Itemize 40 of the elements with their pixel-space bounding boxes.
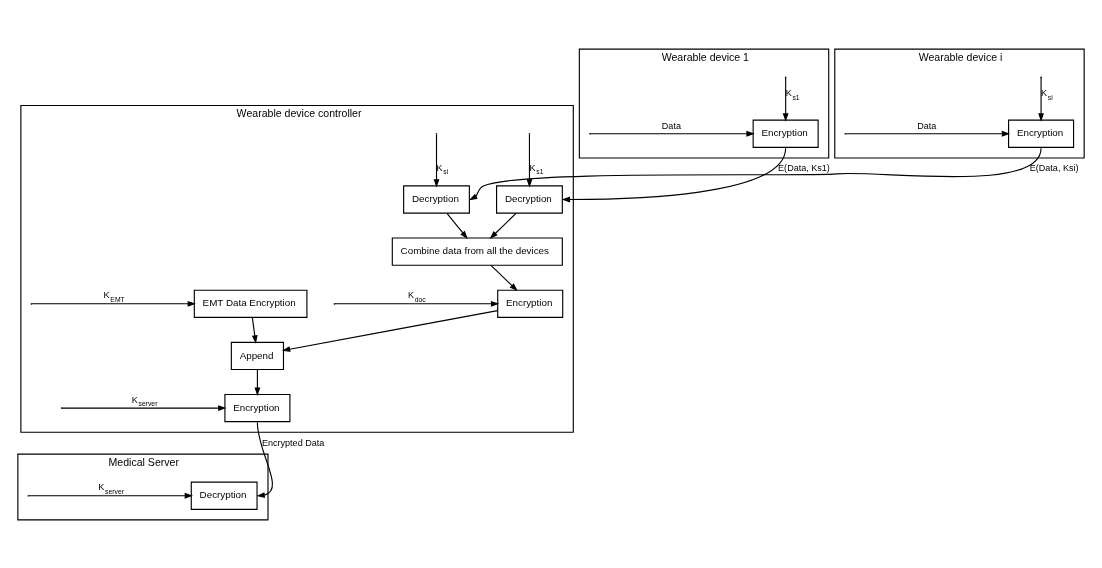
- edge-label: Encrypted Data: [261, 437, 325, 448]
- edge-label: K$_{EMT}$: [103, 289, 125, 303]
- node-box: Encryption: [752, 119, 819, 148]
- arrow: [526, 133, 533, 187]
- node-box: Decryption: [190, 481, 258, 510]
- arrow: [782, 76, 789, 122]
- arrow: [31, 300, 196, 307]
- arrow: [281, 309, 499, 352]
- arrow: [334, 300, 500, 307]
- node-box: Decryption: [496, 184, 563, 214]
- edge-label: Data: [917, 120, 937, 131]
- edge-label: Data: [661, 120, 681, 131]
- arrow: [490, 264, 518, 291]
- node-box: Encryption: [1008, 119, 1075, 148]
- arrow: [256, 421, 273, 498]
- arrow: [489, 212, 517, 239]
- arrow: [469, 147, 1042, 200]
- node-box: Encryption: [497, 289, 564, 318]
- arrow: [446, 212, 468, 239]
- arrow: [589, 130, 755, 137]
- edge-label: E(Data, Ksi): [1029, 162, 1079, 173]
- node-box: Append: [230, 341, 285, 370]
- edge-label: K$_{server}$: [98, 481, 124, 495]
- arrow: [254, 368, 261, 396]
- node-box: EMT Data Encryption: [193, 289, 308, 318]
- node-box: Combine data from all the devices: [391, 237, 563, 266]
- node-box: Decryption: [403, 184, 470, 214]
- arrow: [433, 133, 440, 187]
- arrow: [845, 130, 1011, 137]
- arrow: [61, 404, 227, 411]
- node-box: Encryption: [224, 393, 291, 422]
- edge-label: K$_{si}$: [436, 161, 449, 175]
- arrow: [28, 492, 193, 499]
- edge-label: K$_{doc}$: [407, 289, 426, 303]
- edge-label: K$_{s1}$: [785, 87, 800, 101]
- edge-label: E(Data, Ks1): [778, 162, 830, 173]
- edge-label: K$_{s1}$: [529, 161, 544, 175]
- arrow: [561, 147, 787, 202]
- arrow: [251, 316, 258, 344]
- edge-label: K$_{server}$: [131, 394, 158, 407]
